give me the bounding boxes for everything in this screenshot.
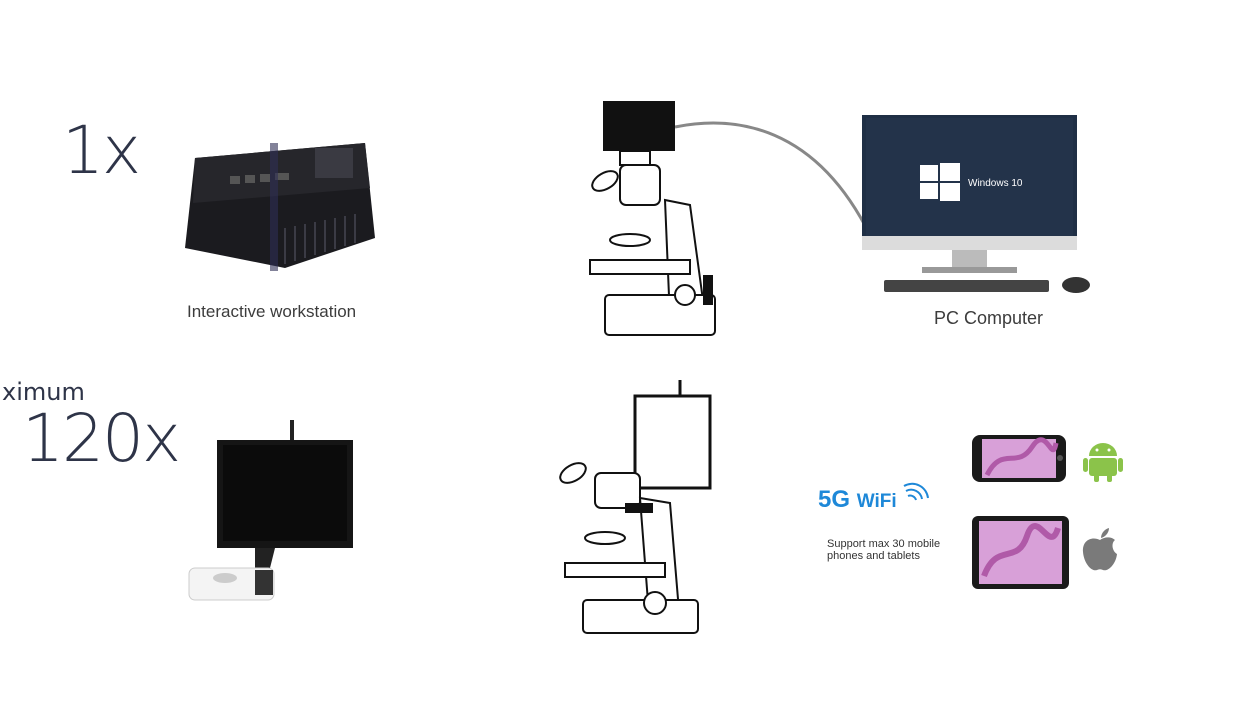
support-line-2: phones and tablets: [827, 550, 920, 562]
workstation-box-icon: [185, 143, 375, 271]
pc-monitor-icon: [862, 115, 1090, 293]
wifi-text: WiFi: [856, 491, 897, 512]
tablet-icon: [972, 516, 1069, 589]
tablet-camera-icon: [188, 420, 353, 601]
support-text: Support max 30 mobile phones and tablets: [827, 538, 940, 562]
multiplier-120x: 120x: [22, 400, 181, 477]
multiplier-1x: 1x: [62, 112, 141, 189]
wifi-icon: [903, 482, 929, 501]
screen-os-label: Windows 10: [968, 178, 1023, 189]
camera-microscope-icon: [589, 101, 872, 336]
tablet-microscope-icon: [559, 380, 712, 634]
android-icon: [1083, 443, 1123, 482]
pc-caption: PC Computer: [934, 308, 1044, 328]
phone-icon: [972, 435, 1066, 482]
maximum-label: ximum: [2, 378, 85, 406]
wifi-5g-label: 5G WiFi: [818, 486, 897, 514]
apple-icon: [1082, 528, 1117, 571]
workstation-caption: Interactive workstation: [187, 302, 357, 321]
support-line-1: Support max 30 mobile: [827, 538, 941, 550]
wifi-5g-text: 5G: [818, 486, 851, 513]
